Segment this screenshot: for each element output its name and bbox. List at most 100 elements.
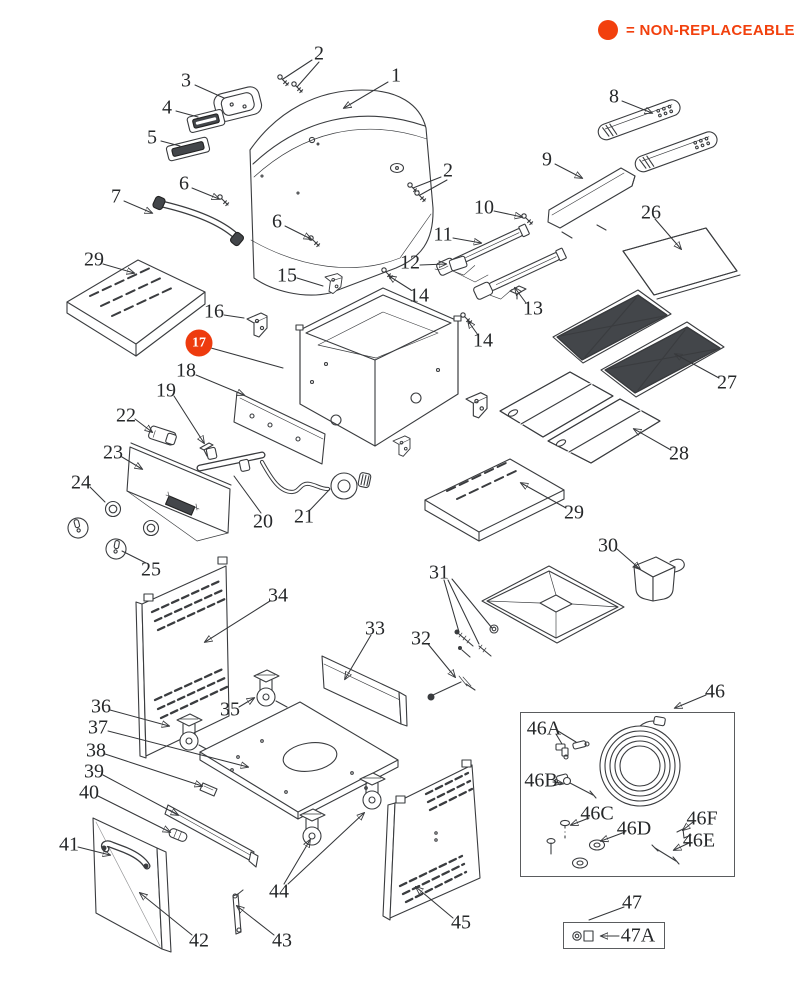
leader-line-43 [237,906,275,936]
leader-line-28 [634,429,672,451]
part-label-6: 6 [272,210,282,233]
leader-line-35 [238,698,254,708]
part-46D-washers-drawing [571,839,606,869]
part-label-43: 43 [272,929,292,952]
non-replaceable-dot-icon [598,20,618,40]
part-27-sear-grates-drawing [552,289,725,398]
leader-line-46F [683,821,694,830]
part-label-44: 44 [269,880,289,903]
part-label-30: 30 [598,534,618,557]
leader-line-36 [109,709,169,726]
leader-line-19 [173,395,204,443]
part-37-bottom-shelf-drawing [199,701,399,820]
part-38-clip-drawing [199,782,218,797]
part-label-39: 39 [84,760,104,783]
part-label-23: 23 [103,441,123,464]
part-label-47A: 47A [620,924,656,947]
part-label-40: 40 [79,781,99,804]
part-28-cooking-grates-drawing [499,371,661,464]
leader-line-2 [282,59,313,80]
leader-line-41 [77,846,110,855]
leader-line-18 [195,374,244,395]
part-25-knob-drawing [103,536,129,562]
part-9-rear-panel-drawing [547,167,636,229]
leader-line-33 [345,634,372,679]
leader-line-46D [601,831,626,841]
part-label-46C: 46C [580,802,614,825]
kit-box-46 [520,712,735,877]
part-label-18: 18 [176,359,196,382]
part-label-31: 31 [429,561,449,584]
leader-line-45 [416,887,454,919]
part-label-46: 46 [705,680,725,703]
leader-line-44 [283,840,310,885]
part-label-36: 36 [91,695,111,718]
part-label-46D: 46D [616,817,652,840]
leader-line-10 [493,210,522,217]
part-label-16: 16 [204,300,224,323]
part-label-46B: 46B [524,769,558,792]
part-label-11: 11 [433,223,453,246]
leader-line-37 [107,730,248,767]
leader-line-2 [296,61,320,88]
leader-line-30 [616,548,640,569]
leader-line-27 [675,354,720,379]
leader-line-47 [588,906,625,921]
part-label-19: 19 [156,379,176,402]
leader-line-26 [654,218,681,249]
part-34-left-panel-drawing [135,556,231,759]
leader-line-40 [97,795,170,832]
part-31-hardware-drawing [454,624,499,658]
part-24-bezels-drawing [65,500,160,541]
part-label-2: 2 [314,42,324,65]
leader-line-29 [521,483,567,509]
leader-line-32 [427,643,455,677]
part-label-3: 3 [181,69,191,92]
leader-line-8 [621,100,652,113]
leader-line-16 [223,314,245,319]
part-label-27: 27 [717,371,737,394]
part-label-6: 6 [179,172,189,195]
leader-line-2 [419,179,448,196]
part-46C-bolts-drawing [546,819,571,855]
grease-tray-funnel-drawing [481,565,625,644]
part-46F-clip-drawing [676,828,692,839]
leader-line-46 [675,694,707,708]
leader-line-31 [451,578,493,629]
leader-line-46A [557,730,577,743]
part-46E-rod-drawing [651,844,680,865]
part-22-igniter-button-drawing [148,425,177,446]
part-3-thermometer-bezel-drawing [213,86,263,122]
part-21-regulator-drawing [330,472,372,500]
part-18-front-panel-drawing [233,391,326,465]
leader-line-14 [468,321,479,336]
part-label-29: 29 [84,248,104,271]
part-35-caster-drawing [253,669,288,708]
leader-line-24 [89,486,106,503]
part-29-side-shelf-left-drawing [66,259,206,357]
part-43-hinge-pin-drawing [232,889,244,935]
part-label-47: 47 [622,891,642,914]
leader-line-12 [419,264,446,265]
part-29-side-shelf-right-drawing [424,458,565,542]
part-label-20: 20 [253,510,273,533]
part-label-26: 26 [641,201,661,224]
part-20-manifold-drawing [196,446,331,495]
leader-line-29 [102,263,134,273]
part-30-grease-cup-drawing [633,556,685,602]
leader-line-13 [515,288,527,304]
part-label-15: 15 [277,264,297,287]
leader-line-44 [287,813,364,885]
part-40-clip-drawing [168,828,188,842]
leader-line-46A [555,733,563,745]
part-label-45: 45 [451,911,471,934]
leader-line-4 [175,110,199,118]
part-4-badge-drawing [186,108,226,134]
part-26-warming-rack-drawing [622,227,741,300]
part-5-badge-drawing [165,136,211,162]
leader-line-15 [296,277,324,287]
leader-line-9 [554,163,582,178]
part-32-rod-drawing [427,675,476,701]
part-47A-fitting-drawing [572,930,594,942]
